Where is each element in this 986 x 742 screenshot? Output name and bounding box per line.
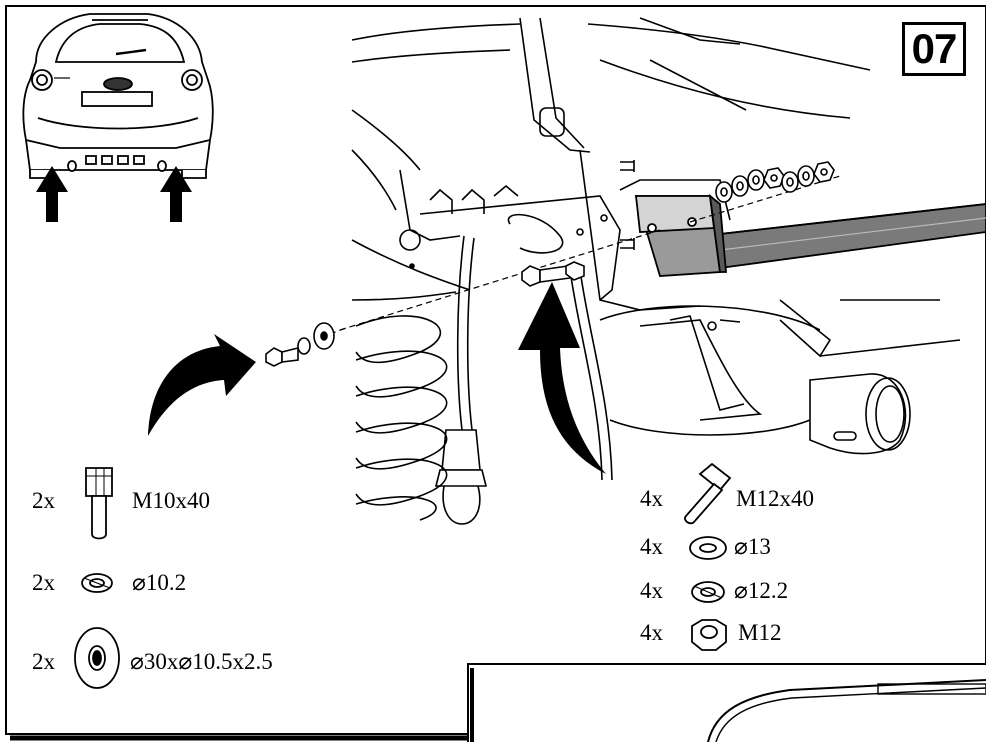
part-qty: 4x: [640, 620, 663, 645]
vehicle-underbody: [351, 17, 961, 525]
tow-bar-crossbeam: [634, 193, 986, 277]
attachment-point-arrows: [36, 166, 192, 222]
exploded-hardware-left: [265, 261, 585, 367]
part-spec: M12: [738, 620, 782, 645]
part-spec: ⌀30x⌀10.5x2.5: [130, 649, 273, 674]
car-rear-thumbnail: [22, 13, 214, 179]
part-qty: 4x: [640, 534, 663, 559]
part-qty: 4x: [640, 578, 663, 603]
step-number-badge: 07: [902, 22, 966, 76]
part-qty: 2x: [32, 570, 55, 595]
part-spec: M12x40: [736, 486, 814, 511]
part-spec: ⌀12.2: [734, 578, 789, 603]
parts-icons-right: [684, 462, 732, 651]
insertion-arrows: [148, 282, 606, 474]
part-qty: 2x: [32, 649, 55, 674]
part-spec: M10x40: [132, 488, 210, 513]
part-spec: ⌀13: [734, 534, 771, 559]
part-spec: ⌀10.2: [132, 570, 187, 595]
part-qty: 4x: [640, 486, 663, 511]
next-step-panel: [467, 663, 986, 742]
exploded-hardware-right: [715, 161, 835, 203]
parts-icons-left: [74, 467, 120, 689]
part-qty: 2x: [32, 488, 55, 513]
